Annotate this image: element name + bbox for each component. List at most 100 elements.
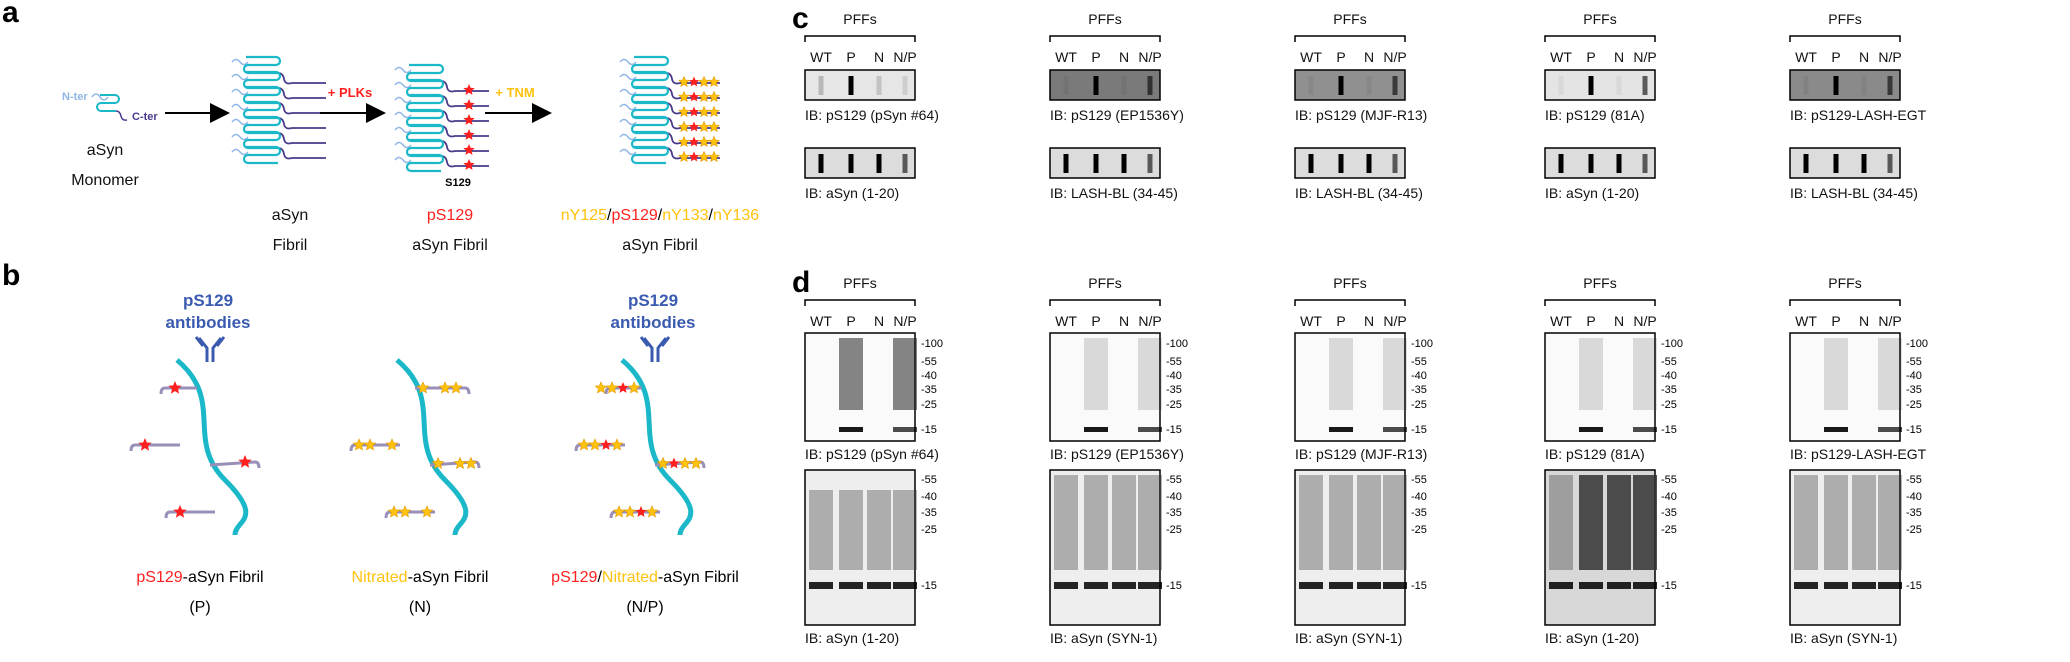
slot-band bbox=[1588, 76, 1594, 95]
c-terminal-tail bbox=[574, 443, 625, 452]
lane-label-p: P bbox=[1091, 49, 1100, 65]
fibril-core bbox=[620, 358, 694, 536]
mw-marker: -55 bbox=[1166, 474, 1182, 486]
phospho-star-icon bbox=[688, 91, 700, 102]
lane-label-n: N bbox=[1364, 49, 1374, 65]
np-fibril-label-2: aSyn Fibril bbox=[622, 237, 698, 254]
nitration-star-icon bbox=[464, 456, 478, 470]
monomer-band bbox=[1054, 582, 1078, 589]
pffs-group-label: PFFs bbox=[843, 11, 876, 27]
nitration-star-icon bbox=[627, 381, 641, 394]
lane-label-np: N/P bbox=[893, 313, 916, 329]
phospho-star-icon bbox=[463, 144, 475, 155]
nitration-star-icon bbox=[363, 438, 377, 451]
phospho-star-icon bbox=[617, 382, 629, 393]
pffs-group-label: PFFs bbox=[1088, 275, 1121, 291]
slot-band bbox=[902, 76, 908, 95]
slot-band bbox=[1861, 154, 1867, 173]
lane-label-n: N bbox=[1119, 49, 1129, 65]
nitration-star-icon bbox=[698, 120, 710, 133]
mw-marker: -15 bbox=[1166, 424, 1182, 436]
phospho-star-icon bbox=[463, 99, 475, 110]
mw-marker: -40 bbox=[1166, 370, 1182, 382]
nitration-star-icon bbox=[385, 438, 399, 451]
nitration-star-icon bbox=[416, 381, 430, 394]
antibody-label-2: antibodies bbox=[165, 313, 250, 332]
slot-band bbox=[1392, 76, 1398, 95]
slot-band bbox=[1147, 154, 1153, 173]
nitration-star-icon bbox=[689, 456, 703, 470]
slot-band bbox=[876, 76, 882, 95]
nitration-star-icon bbox=[708, 90, 720, 103]
phospho-star-icon bbox=[138, 438, 152, 451]
lane-label-np: N/P bbox=[1878, 49, 1901, 65]
western-blot-bottom-label: IB: aSyn (SYN-1) bbox=[1050, 630, 1157, 646]
slot-band bbox=[876, 154, 882, 173]
monomer-label-2: Monomer bbox=[71, 172, 139, 189]
mw-marker: -55 bbox=[1906, 356, 1922, 368]
nitration-star-icon bbox=[438, 381, 452, 394]
phospho-star-icon bbox=[463, 129, 475, 140]
monomer-band bbox=[1112, 582, 1136, 589]
lane-label-np: N/P bbox=[1878, 313, 1901, 329]
slot-blot-top-label: IB: pS129 (MJF-R13) bbox=[1295, 107, 1427, 123]
monomer-band bbox=[1824, 582, 1848, 589]
mw-marker: -35 bbox=[1411, 384, 1427, 396]
nitration-star-icon bbox=[420, 505, 434, 518]
fibril-label-2: Fibril bbox=[273, 237, 308, 254]
slot-band bbox=[1887, 76, 1893, 95]
nitration-star-icon bbox=[398, 505, 412, 518]
ps129-fibril-label: aSyn Fibril bbox=[412, 237, 488, 254]
mw-marker: -35 bbox=[921, 507, 937, 519]
mw-marker: -25 bbox=[1411, 524, 1427, 536]
slot-blot-image bbox=[1294, 69, 1406, 101]
mw-marker: -35 bbox=[1166, 384, 1182, 396]
fibril-core bbox=[175, 358, 249, 536]
nitration-star-icon bbox=[678, 456, 692, 470]
smear-band bbox=[1852, 475, 1876, 570]
nitration-star-icon bbox=[594, 381, 608, 394]
slot-band bbox=[1887, 154, 1893, 173]
pffs-group-label: PFFs bbox=[1088, 11, 1121, 27]
mw-marker: -15 bbox=[1906, 580, 1922, 592]
c-terminal-tail bbox=[129, 443, 180, 452]
mw-marker: -40 bbox=[921, 370, 937, 382]
ps129-label: pS129 bbox=[427, 207, 473, 224]
group-bracket bbox=[1544, 299, 1656, 306]
western-blot-top-image bbox=[1544, 332, 1656, 442]
monomer-band bbox=[1329, 582, 1353, 589]
phospho-star-icon bbox=[635, 506, 647, 517]
slot-band bbox=[1833, 76, 1839, 95]
monomer-band bbox=[893, 582, 917, 589]
mw-marker: -55 bbox=[1906, 474, 1922, 486]
lane-label-wt: WT bbox=[810, 313, 832, 329]
mw-marker: -25 bbox=[1906, 399, 1922, 411]
lane-label-wt: WT bbox=[1055, 313, 1077, 329]
slot-band bbox=[1861, 76, 1867, 95]
lane-label-n: N bbox=[1119, 313, 1129, 329]
mw-marker: -25 bbox=[1166, 399, 1182, 411]
phospho-star-icon bbox=[688, 106, 700, 117]
smear-band bbox=[1054, 475, 1078, 570]
nitration-star-icon bbox=[708, 105, 720, 118]
slot-blot-bottom-label: IB: LASH-BL (34-45) bbox=[1050, 185, 1178, 201]
slot-band bbox=[1803, 154, 1809, 173]
fibril-model-code: (P) bbox=[189, 599, 210, 616]
nitration-star-icon bbox=[588, 438, 602, 451]
smear-band bbox=[1633, 475, 1657, 570]
smear-band bbox=[1138, 338, 1162, 410]
fibril-label-1: aSyn bbox=[272, 207, 308, 224]
smear-band bbox=[1633, 338, 1657, 410]
s129-label: S129 bbox=[445, 177, 471, 189]
nitration-star-icon bbox=[698, 105, 710, 118]
group-bracket bbox=[1049, 35, 1161, 42]
western-blot-top-image bbox=[1789, 332, 1901, 442]
nitration-star-icon bbox=[678, 135, 690, 148]
fibril-model-n: Nitrated-aSyn Fibril(N) bbox=[349, 358, 488, 616]
slot-band bbox=[848, 154, 854, 173]
